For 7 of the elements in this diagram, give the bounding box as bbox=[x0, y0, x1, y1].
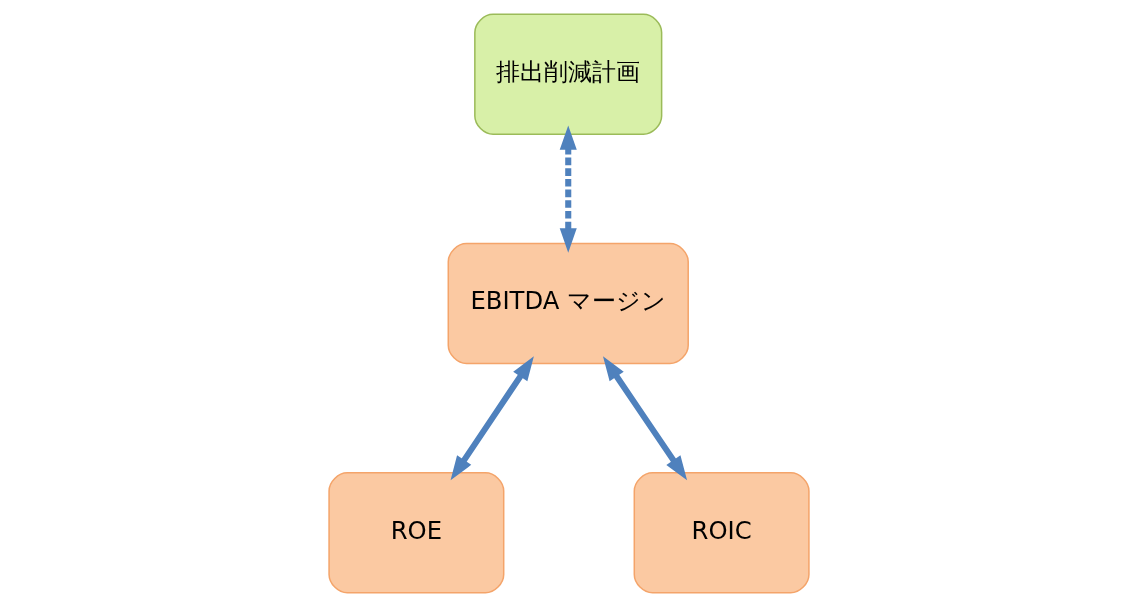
node-box: ROIC bbox=[633, 472, 810, 594]
arrow bbox=[559, 125, 577, 253]
arrow bbox=[602, 356, 687, 481]
arrow bbox=[450, 356, 534, 481]
node-box: 排出削減計画 bbox=[473, 13, 662, 135]
node-box: EBITDA マージン bbox=[447, 242, 689, 365]
node-box: ROE bbox=[327, 472, 504, 594]
